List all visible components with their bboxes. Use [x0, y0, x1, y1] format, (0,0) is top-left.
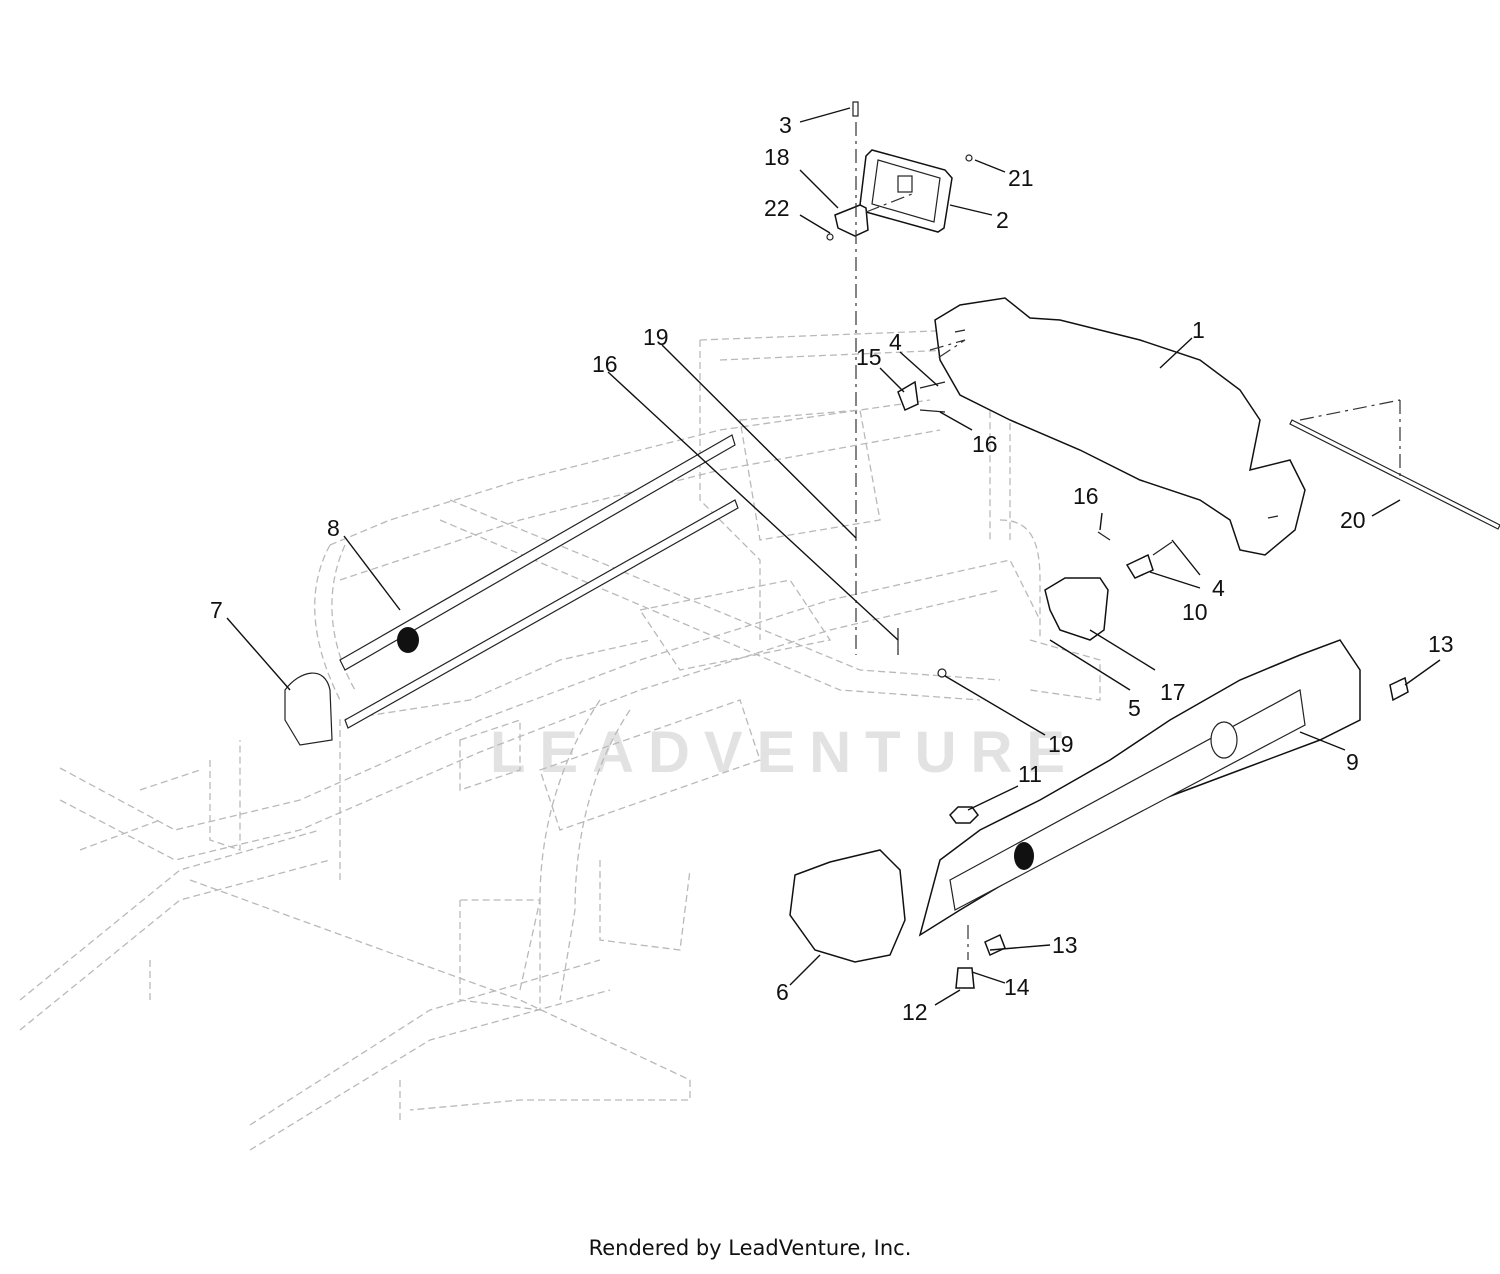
callout-12: 12 — [902, 999, 928, 1025]
callout-19-bottom: 19 — [1048, 731, 1074, 757]
callout-labels: 3 18 21 22 2 1 19 4 15 16 16 16 20 8 4 1… — [210, 112, 1454, 1025]
part-7-cover — [284, 672, 333, 746]
callout-7: 7 — [210, 597, 223, 623]
callout-14: 14 — [1004, 974, 1030, 1000]
watermark-text: LEADVENTURE — [490, 720, 1079, 785]
credit-text: Rendered by LeadVenture, Inc. — [588, 1236, 912, 1260]
callout-11: 11 — [1018, 761, 1042, 787]
part-6-cover — [789, 849, 906, 963]
callout-22: 22 — [764, 195, 790, 221]
part-2-light — [859, 149, 953, 233]
part-1-cover — [934, 297, 1306, 556]
part-9-panel — [918, 639, 1361, 937]
part-8-panel — [339, 434, 739, 729]
callout-16-left: 16 — [592, 351, 618, 377]
callout-18: 18 — [764, 144, 790, 170]
callout-15: 15 — [856, 344, 882, 370]
callout-13-right: 13 — [1428, 631, 1454, 657]
leader-lines — [226, 107, 1441, 1006]
callout-6: 6 — [776, 979, 789, 1005]
callout-16-right: 16 — [1073, 483, 1099, 509]
callout-20: 20 — [1340, 507, 1366, 533]
callout-17: 17 — [1160, 679, 1186, 705]
callout-4-right: 4 — [1212, 575, 1225, 601]
callout-4-top: 4 — [889, 329, 902, 355]
part-18-bracket — [834, 204, 869, 237]
callout-21: 21 — [1008, 165, 1034, 191]
callout-16-top: 16 — [972, 431, 998, 457]
part-20-rod — [1289, 399, 1500, 530]
callout-2: 2 — [996, 207, 1009, 233]
callout-13-bottom: 13 — [1052, 932, 1078, 958]
callout-1: 1 — [1192, 317, 1205, 343]
callout-19-top: 19 — [643, 324, 669, 350]
callout-9: 9 — [1346, 749, 1359, 775]
small-hardware — [826, 101, 1409, 989]
callout-3: 3 — [779, 112, 792, 138]
callout-8: 8 — [327, 515, 340, 541]
callout-5: 5 — [1128, 695, 1141, 721]
callout-10: 10 — [1182, 599, 1208, 625]
